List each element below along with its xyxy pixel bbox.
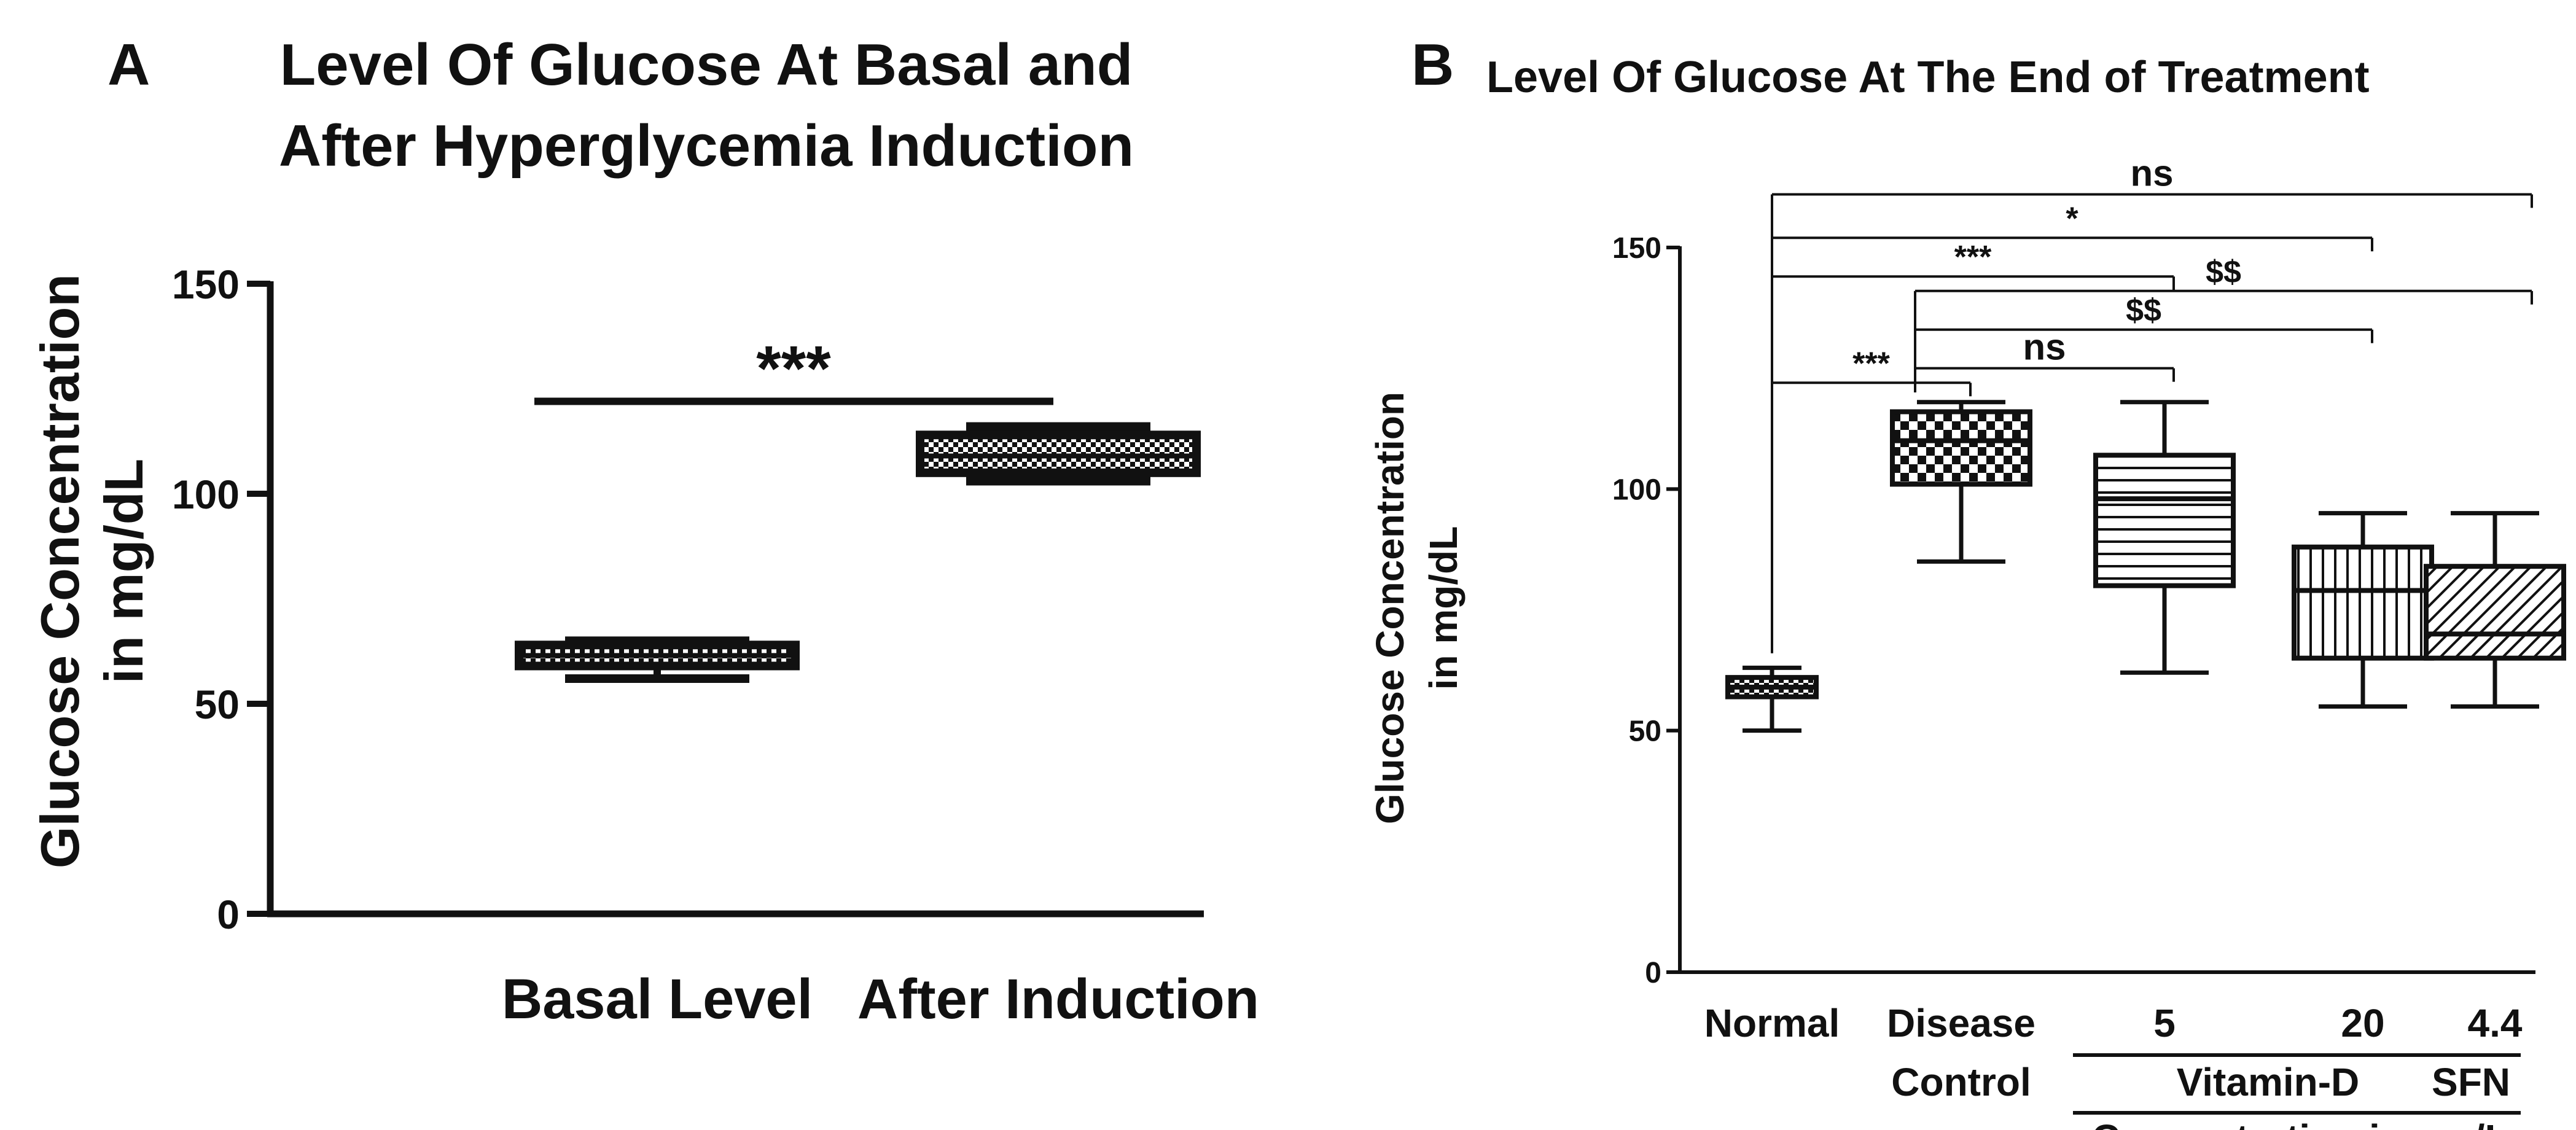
panel-b-y-tick-label: 50 bbox=[1629, 715, 1661, 748]
panel-b-title: Level Of Glucose At The End of Treatment bbox=[1486, 53, 2370, 102]
panel-a-box bbox=[916, 422, 1201, 486]
panel-a-box bbox=[515, 636, 800, 683]
panel-b-ylabel-line2: in mg/dL bbox=[1421, 526, 1466, 690]
panel-b-letter: B bbox=[1411, 32, 1454, 98]
panel-a-ylabel-line2: in mg/dL bbox=[93, 459, 154, 684]
panel-b-box bbox=[2292, 511, 2434, 709]
panel-b-group-label: SFN bbox=[2432, 1060, 2510, 1104]
panel-b-group-label: Vitamin-D bbox=[2177, 1060, 2360, 1104]
panel-b-y-tick-label: 150 bbox=[1612, 232, 1661, 265]
panel-a-y-tick-label: 150 bbox=[172, 262, 240, 307]
panel-b-significance-label: $$ bbox=[2206, 254, 2241, 290]
panel-b-y-tick-label: 0 bbox=[1645, 957, 1661, 989]
panel-a-y-tick-label: 50 bbox=[195, 682, 240, 727]
panel-b-significance-label: *** bbox=[1954, 240, 1992, 275]
panel-b-significance-label: ns bbox=[2130, 152, 2173, 193]
panel-a-letter: A bbox=[107, 32, 150, 98]
panel-b-box bbox=[1890, 400, 2032, 564]
panel-b-significance-label: * bbox=[2066, 201, 2078, 236]
panel-a-title-line2: After Hyperglycemia Induction bbox=[279, 113, 1134, 179]
panel-b-x-tick-label-line2: Control bbox=[1891, 1060, 2031, 1104]
panel-b-y-tick-label: 100 bbox=[1612, 473, 1661, 506]
panel-b-box bbox=[1725, 665, 1819, 733]
panel-b-significance-label: *** bbox=[1852, 346, 1890, 381]
panel-a-significance-label: *** bbox=[756, 333, 831, 405]
panel-b-box-body bbox=[1890, 409, 2032, 487]
panel-b-significance-label: $$ bbox=[2126, 293, 2161, 329]
panel-b-box-body bbox=[2292, 544, 2434, 661]
panel-b-concentration-label: Concentration in mg/L bbox=[2091, 1116, 2508, 1130]
panel-b-significance-label: ns bbox=[2023, 327, 2066, 368]
panel-a-y-tick-label: 0 bbox=[217, 892, 240, 937]
panel-b-x-tick-label: 4.4 bbox=[2468, 1001, 2523, 1045]
panel-a-y-tick-label: 100 bbox=[172, 472, 240, 517]
panel-a-x-tick-label: After Induction bbox=[857, 968, 1259, 1031]
panel-a-x-tick-label: Basal Level bbox=[502, 968, 813, 1031]
panel-b-x-tick-label: 5 bbox=[2153, 1001, 2176, 1045]
panel-a-title-line1: Level Of Glucose At Basal and bbox=[280, 32, 1133, 98]
panel-b-x-tick-label: 20 bbox=[2341, 1001, 2384, 1045]
panel-b-box bbox=[2424, 511, 2566, 709]
panel-b-box-body bbox=[2093, 453, 2236, 588]
panel-b-box-body bbox=[2424, 564, 2566, 661]
panel-b-x-tick-label: Disease bbox=[1887, 1001, 2035, 1045]
panel-a-ylabel-line1: Glucose Concentration bbox=[29, 274, 90, 868]
panel-b-ylabel-line1: Glucose Concentration bbox=[1368, 392, 1412, 824]
panel-b-x-tick-label: Normal bbox=[1704, 1001, 1840, 1045]
panel-b-box bbox=[2093, 400, 2236, 675]
